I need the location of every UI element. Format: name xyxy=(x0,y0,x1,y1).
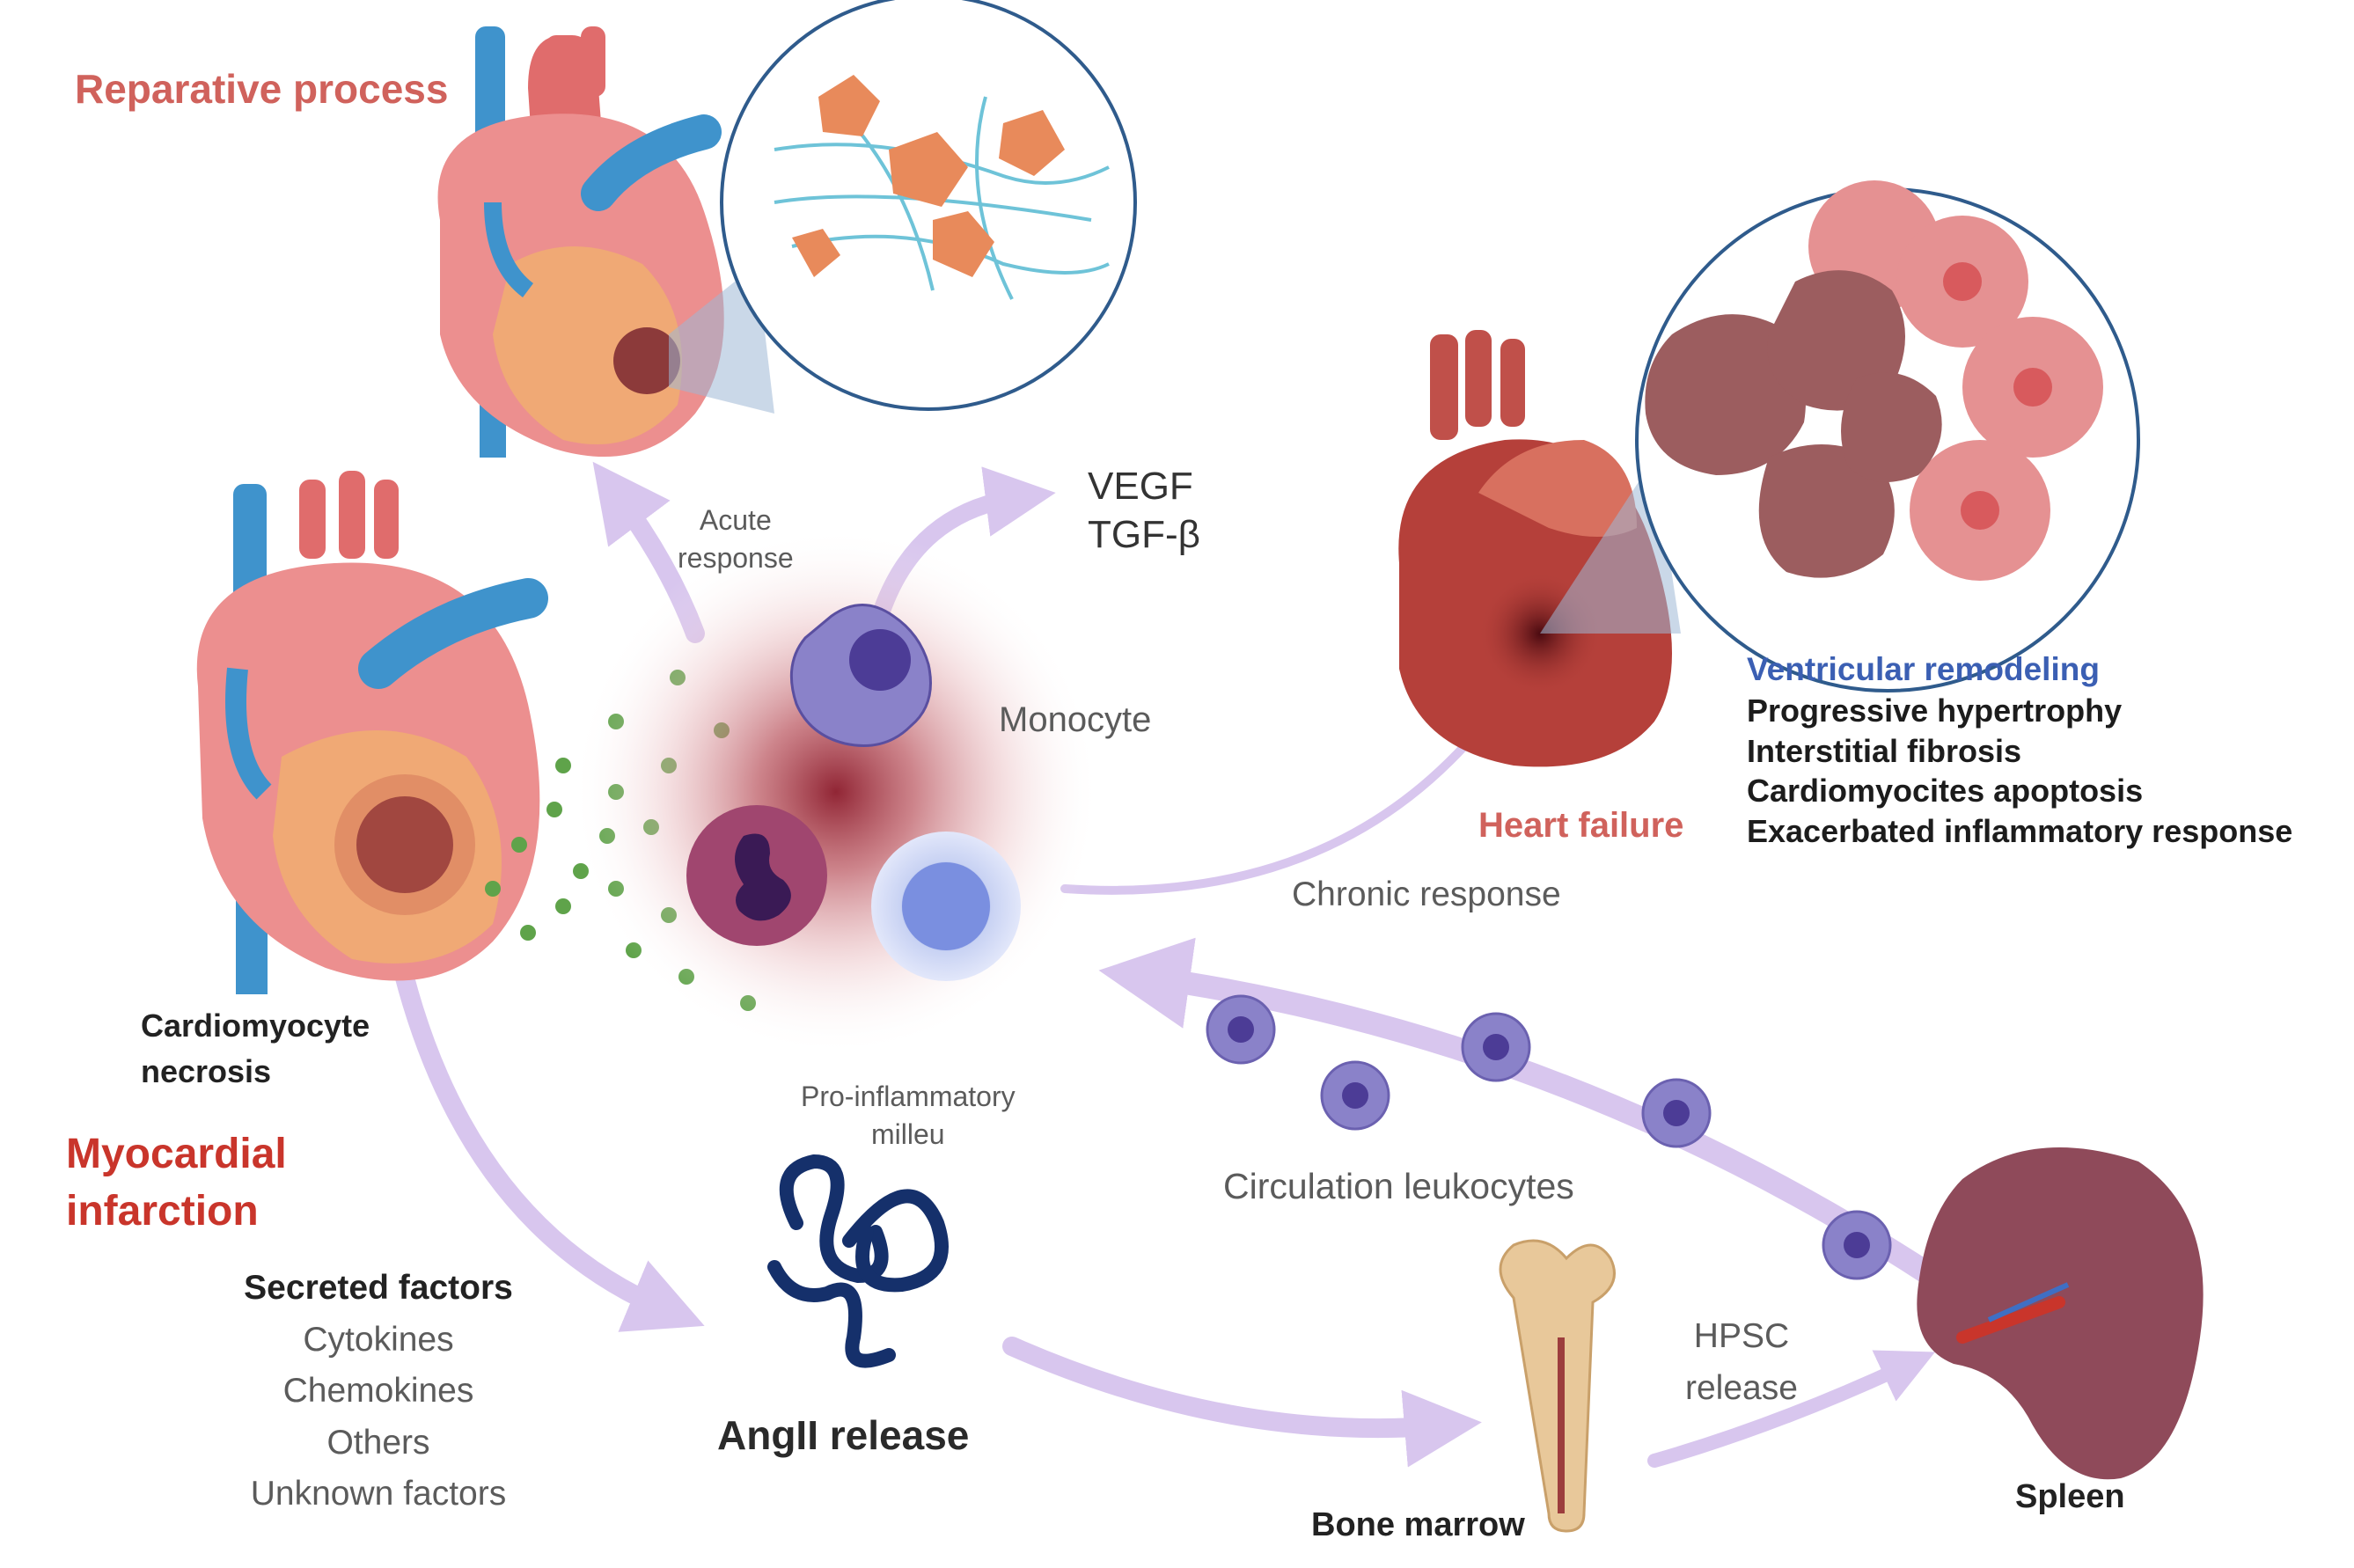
secreted-factors-title: Secreted factors xyxy=(244,1269,513,1307)
secreted-factors-list: Secreted factors Cytokines Chemokines Ot… xyxy=(224,1263,532,1520)
hpsc-release-label: HPSC release xyxy=(1685,1317,1798,1407)
growth-factors-label: VEGF TGF-β xyxy=(1088,465,1200,556)
remodeling-item: Exacerbated inflammatory response xyxy=(1747,813,2293,850)
remodeling-zoom-circle xyxy=(1635,180,2140,692)
angii-release-label: AngII release xyxy=(717,1412,970,1458)
monocyte-label: Monocyte xyxy=(999,700,1152,739)
chronic-response-arrow xyxy=(1060,716,1490,895)
failing-heart xyxy=(1398,330,1681,767)
cardiomyocyte-necrosis-label: Cardiomyocyte necrosis xyxy=(141,1007,370,1090)
leukocyte xyxy=(1320,1060,1390,1131)
secreted-factor-item: Chemokines xyxy=(282,1372,474,1410)
circulating-leukocytes xyxy=(1206,994,1892,1280)
secreted-factor-item: Others xyxy=(326,1423,430,1462)
chronic-response-label: Chronic response xyxy=(1292,876,1561,913)
pro-inflammatory-label: Pro-inflammatory milleu xyxy=(801,1081,1016,1151)
remodeling-item: Interstitial fibrosis xyxy=(1747,732,2022,769)
fibroblast-zoom-circle xyxy=(720,0,1137,411)
leukocyte xyxy=(1206,994,1276,1065)
secreted-factor-item: Unknown factors xyxy=(250,1475,507,1513)
acute-response-label: Acute response xyxy=(678,504,794,575)
spleen-icon xyxy=(1917,1147,2204,1480)
leukocyte xyxy=(1822,1210,1892,1280)
reparative-process-label: Reparative process xyxy=(75,66,449,112)
leukocyte xyxy=(1461,1012,1531,1082)
spleen-label: Spleen xyxy=(2015,1478,2125,1515)
remodeling-item: Progressive hypertrophy xyxy=(1747,692,2123,729)
reparative-heart xyxy=(437,26,774,458)
remodeling-list: Progressive hypertrophy Interstitial fib… xyxy=(1747,691,2292,852)
remodeling-item: Cardiomyocites apoptosis xyxy=(1747,773,2144,810)
leukocyte xyxy=(1641,1078,1712,1148)
pro-inflammatory-cloud xyxy=(572,528,1100,1056)
hpsc-arrow xyxy=(1647,1350,1935,1468)
myocardial-infarction-label: Myocardial infarction xyxy=(66,1131,287,1235)
secreted-factor-item: Cytokines xyxy=(303,1320,454,1359)
bone-icon xyxy=(1499,1239,1616,1533)
angii-protein-icon xyxy=(767,1154,949,1368)
bone-marrow-arrow xyxy=(1002,1337,1482,1468)
angii-arrow xyxy=(386,932,705,1332)
heart-failure-label: Heart failure xyxy=(1478,806,1684,845)
infarcted-heart xyxy=(196,471,548,994)
circulation-leukocytes-label: Circulation leukocytes xyxy=(1223,1166,1574,1206)
ventricular-remodeling-title: Ventricular remodeling xyxy=(1747,651,2100,687)
bone-marrow-label: Bone marrow xyxy=(1311,1506,1525,1543)
